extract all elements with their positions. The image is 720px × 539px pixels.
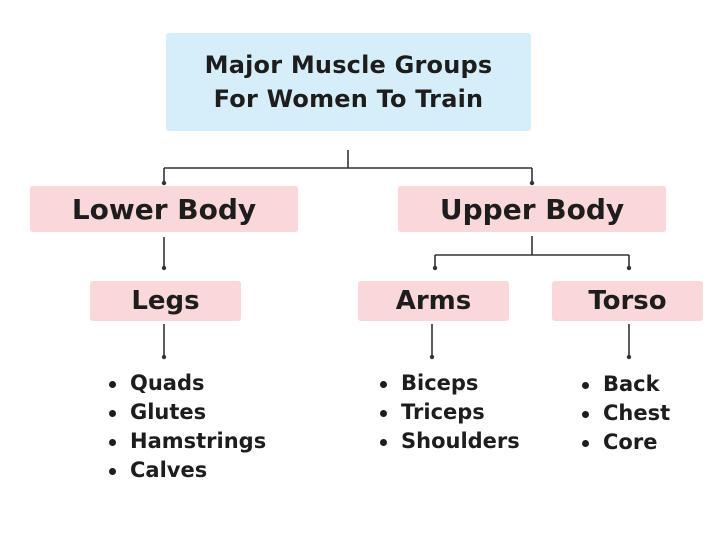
connector-dot-legs-list	[161, 354, 167, 360]
torso-muscle-list: Back Chest Core	[579, 370, 670, 457]
title-box: Major Muscle Groups For Women To Train	[166, 33, 531, 131]
upper-body-box: Upper Body	[398, 186, 666, 232]
legs-box: Legs	[90, 281, 241, 321]
lower-body-box: Lower Body	[30, 186, 298, 232]
legs-label: Legs	[131, 286, 200, 316]
list-item: Quads	[106, 369, 266, 398]
connector-dot-legs	[161, 265, 167, 271]
lower-body-label: Lower Body	[71, 192, 257, 226]
connector-dot-lower	[161, 180, 167, 186]
connector-dot-torso-list	[626, 354, 632, 360]
arms-label: Arms	[395, 286, 472, 316]
arms-muscle-list: Biceps Triceps Shoulders	[377, 369, 520, 456]
torso-box: Torso	[552, 281, 703, 321]
title-line-2: For Women To Train	[213, 85, 484, 113]
connector-dot-arms	[432, 265, 438, 271]
connector-dot-upper	[529, 180, 535, 186]
arms-box: Arms	[358, 281, 509, 321]
list-item: Shoulders	[377, 427, 520, 456]
list-item: Back	[579, 370, 670, 399]
list-item: Calves	[106, 456, 266, 485]
list-item: Chest	[579, 399, 670, 428]
connector-dot-torso	[626, 265, 632, 271]
torso-label: Torso	[588, 286, 667, 316]
list-item: Triceps	[377, 398, 520, 427]
connector-dot-arms-list	[429, 354, 435, 360]
list-item: Core	[579, 428, 670, 457]
list-item: Biceps	[377, 369, 520, 398]
legs-muscle-list: Quads Glutes Hamstrings Calves	[106, 369, 266, 485]
list-item: Hamstrings	[106, 427, 266, 456]
title-line-1: Major Muscle Groups	[204, 51, 493, 79]
list-item: Glutes	[106, 398, 266, 427]
upper-body-label: Upper Body	[439, 192, 625, 226]
